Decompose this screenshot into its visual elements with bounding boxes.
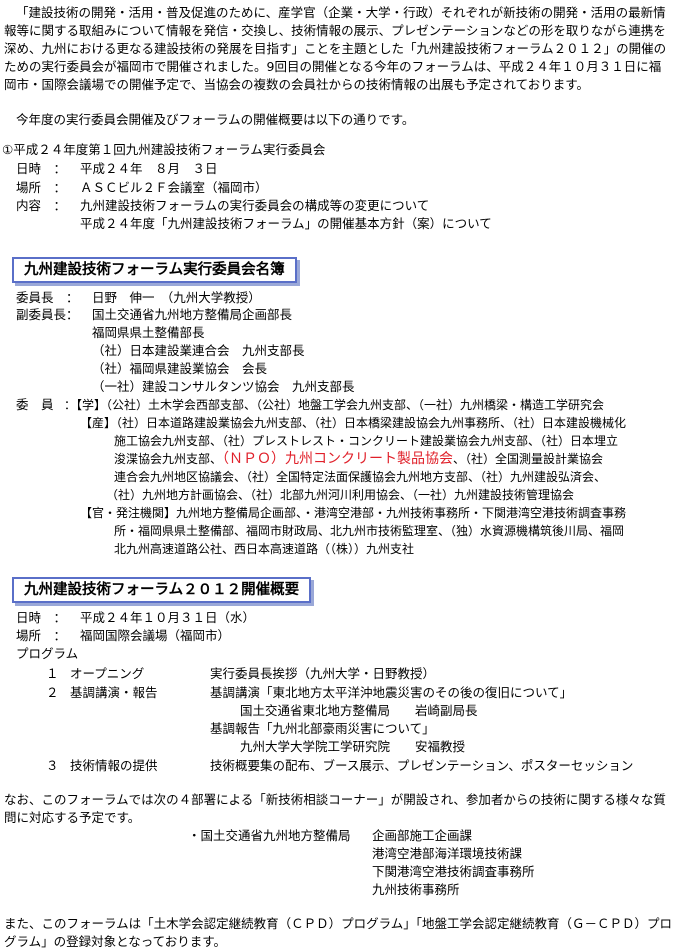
vice-chair-label: 副委員長：: [16, 307, 79, 322]
vice-chair-5: （一社）建設コンサルタンツ協会 九州支部長: [92, 379, 355, 394]
vice-chair-1: 国土交通省九州地方整備局企画部長: [92, 307, 293, 322]
keynote-speaker: 国土交通省東北地方整備局 岩崎副局長: [240, 703, 478, 718]
member-industry-5: （社）九州地方計画協会、（社）北部九州河川利用協会、（一社）九州建設技術管理協会: [106, 488, 575, 502]
program-label: プログラム: [16, 646, 79, 661]
meeting-place-label: 場所 ：: [16, 180, 67, 195]
member-industry-3a: 浚渫協会九州支部、: [114, 452, 223, 466]
member-government-2: 所・福岡県県土整備部、福岡市財政局、北九州市技術監理室、（独）水資源機構筑後川局…: [114, 524, 625, 538]
program-item-1-detail: 実行委員長挨拶（九州大学・日野教授）: [210, 666, 436, 681]
roster-heading: 九州建設技術フォーラム実行委員会名簿: [12, 257, 297, 283]
meeting-content-1: 九州建設技術フォーラムの実行委員会の構成等の変更について: [80, 198, 430, 213]
consult-paragraph: なお、このフォーラムでは次の４部署による「新技術相談コーナー」が開設され、参加者…: [4, 792, 666, 825]
vice-chair-4: （社）福岡県建設業協会 会長: [92, 361, 268, 376]
forum-place-value: 福岡国際会議場（福岡市）: [80, 628, 231, 643]
meeting-title: ①平成２４年度第１回九州建設技術フォーラム実行委員会: [2, 142, 326, 157]
member-government-1: 【官・発注機関】九州地方整備局企画部、・港湾空港部・九州技術事務所・下関港湾空港…: [80, 506, 627, 520]
report-speaker: 九州大学大学院工学研究院 安福教授: [240, 739, 466, 754]
meeting-date-value: 平成２４年 ８月 ３日: [80, 161, 218, 176]
member-industry-4: 連合会九州地区協議会、（社）全国特定法面保護協会九州地方支部、（社）九州建設弘済…: [114, 470, 607, 484]
meeting-content-2: 平成２４年度「九州建設技術フォーラム」の開催基本方針（案）について: [80, 216, 492, 231]
chair-value: 日野 伸一 （九州大学教授）: [92, 290, 261, 305]
program-item-2-detail: 基調講演「東北地方太平洋沖地震災害のその後の復旧について」: [210, 685, 573, 700]
consult-org: ・国土交通省九州地方整備局: [188, 828, 351, 843]
cpd-paragraph: また、このフォーラムは「土木学会認定継続教育（ＣＰＤ）プログラム」「地盤工学会認…: [4, 916, 673, 949]
program-item-1-num: １: [46, 666, 59, 681]
consult-dept-4: 九州技術事務所: [372, 882, 460, 897]
forum-date-value: 平成２４年１０月３１日（水）: [80, 610, 256, 625]
consult-dept-2: 港湾空港部海洋環境技術課: [372, 846, 523, 861]
member-label: 委 員: [16, 397, 54, 412]
member-industry-2: 施工協会九州支部、（社）プレストレスト・コンクリート建設業協会九州支部、（社）日…: [114, 434, 619, 448]
intro-paragraph: 「建設技術の開発・活用・普及促進のために、産学官（企業・大学・行政）それぞれが新…: [4, 5, 667, 92]
intro-summary: 今年度の実行委員会開催及びフォーラムの開催概要は以下の通りです。: [16, 112, 415, 127]
member-industry-3: 浚渫協会九州支部、（ＮＰＯ）九州コンクリート製品協会、（社）全国測量設計業協会: [114, 450, 603, 468]
member-industry-1: 【産】（社）日本道路建設業協会九州支部、（社）日本橋梁建設協会九州事務所、（社）…: [80, 416, 627, 430]
program-item-2-name: 基調講演・報告: [70, 685, 158, 700]
vice-chair-3: （社）日本建設業連合会 九州支部長: [92, 343, 305, 358]
program-item-2-num: ２: [46, 685, 59, 700]
member-government-3: 北九州高速道路公社、西日本高速道路（（株））九州支社: [114, 542, 415, 556]
consult-dept-1: 企画部施工企画課: [372, 828, 473, 843]
meeting-place-value: ＡＳＣビル２Ｆ会議室（福岡市）: [80, 180, 268, 195]
program-item-1-name: オープニング: [70, 666, 145, 681]
forum-heading: 九州建設技術フォーラム２０１２開催概要: [12, 577, 312, 603]
npo-highlight: （ＮＰＯ）九州コンクリート製品協会: [222, 451, 454, 467]
program-item-3-num: ３: [46, 758, 59, 773]
member-industry-3c: 、（社）全国測量設計業協会: [453, 452, 604, 466]
vice-chair-2: 福岡県県土整備部長: [92, 325, 205, 340]
program-item-3-name: 技術情報の提供: [70, 758, 158, 773]
program-item-3-detail: 技術概要集の配布、ブース展示、プレゼンテーション、ポスターセッション: [210, 758, 634, 773]
member-academia: ：【学】（公社）土木学会西部支部、（公社）地盤工学会九州支部、（一社）九州橋梁・…: [64, 398, 605, 412]
report-title: 基調報告「九州北部豪雨災害について」: [210, 721, 435, 736]
forum-date-label: 日時 ：: [16, 610, 67, 625]
meeting-content-label: 内容 ：: [16, 198, 67, 213]
consult-dept-3: 下関港湾空港技術調査事務所: [372, 864, 535, 879]
meeting-date-label: 日時 ：: [16, 161, 67, 176]
forum-place-label: 場所 ：: [16, 628, 67, 643]
chair-label: 委員長 ：: [16, 290, 79, 305]
